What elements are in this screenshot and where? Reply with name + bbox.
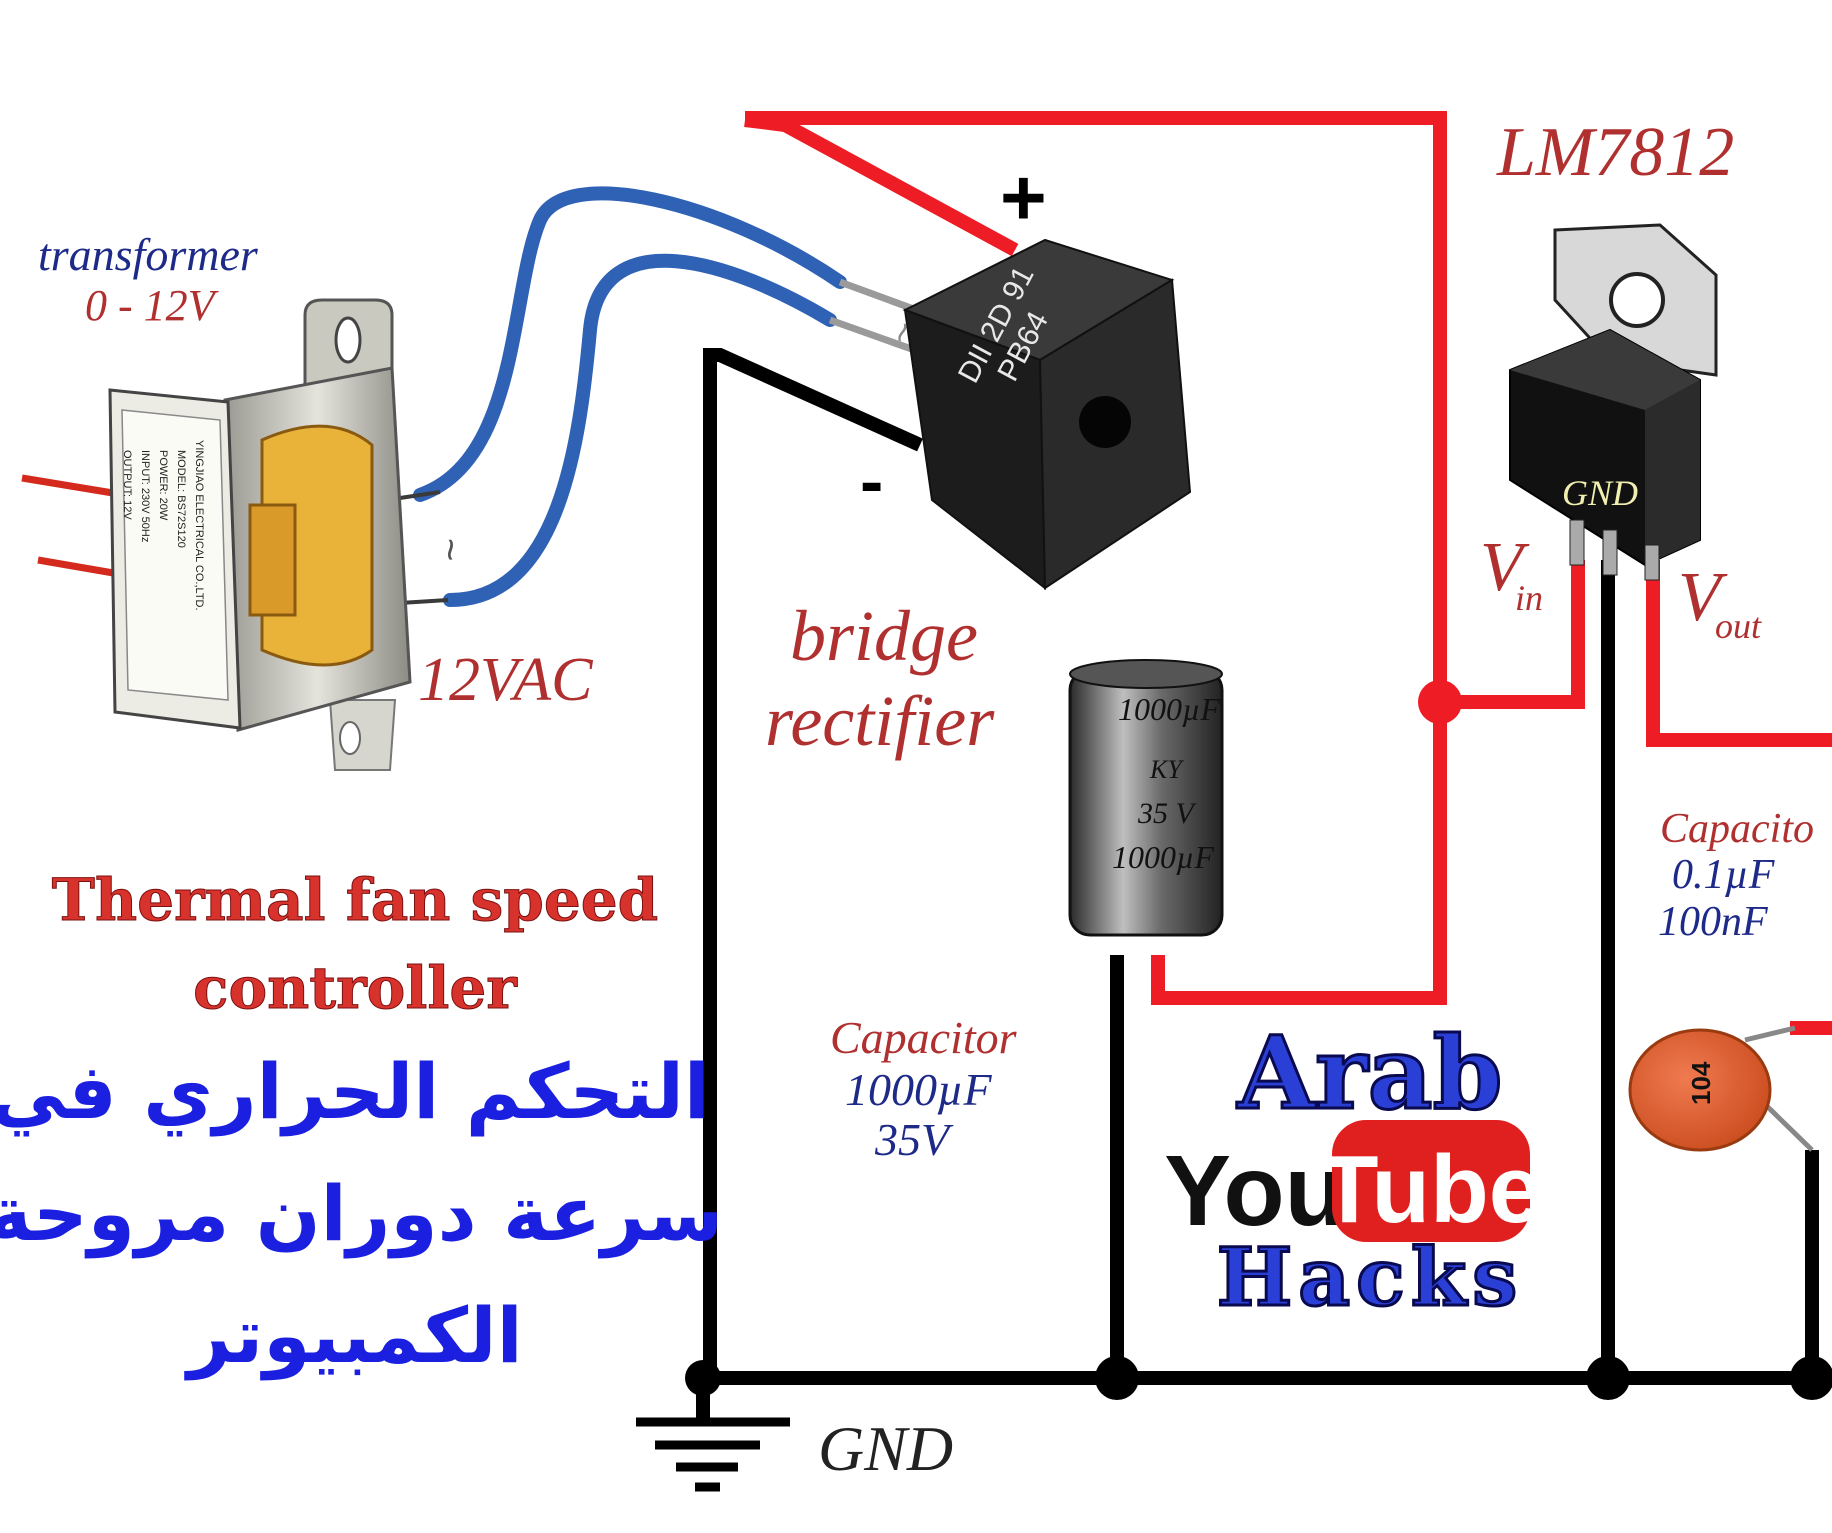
transformer-plate-line-3: POWER: 20W xyxy=(157,450,169,521)
ground-label: GND xyxy=(818,1413,953,1484)
bridge-mount-hole xyxy=(1079,396,1131,448)
transformer-plate-line-1: YINGJIAO ELECTRICAL CO.,LTD. xyxy=(193,440,205,611)
cap-right-label: Capacito 0.1µF 100nF xyxy=(1658,806,1814,945)
cap-right-value2: 100nF xyxy=(1658,899,1768,945)
red-wire-positive-rail xyxy=(744,111,1447,702)
logo-tube: Tube xyxy=(1320,1136,1542,1243)
arab-youtube-hacks-logo: Arab You Tube Hacks xyxy=(1164,1013,1542,1326)
junction-ground-3 xyxy=(1586,1356,1630,1400)
title-block: Thermal fan speed controller التحكم الحر… xyxy=(0,866,723,1382)
cap-left-title: Capacitor xyxy=(830,1012,1018,1063)
bridge-label-line2: rectifier xyxy=(765,681,995,761)
transformer-plate-line-5: OUTPUT: 12V xyxy=(121,450,133,520)
regulator-mount-hole xyxy=(1609,272,1665,328)
junction-red xyxy=(1418,680,1462,724)
cap-body-text-4: 1000µF xyxy=(1112,839,1214,875)
title-line-2: controller xyxy=(193,954,518,1022)
cap-left-value: 1000µF xyxy=(845,1064,993,1115)
transformer-label: transformer xyxy=(38,229,259,280)
black-wire-negative xyxy=(703,348,942,1378)
bridge-label-line1: bridge xyxy=(790,596,978,676)
cap-body-text-1: 1000µF xyxy=(1118,691,1220,727)
bridge-plus-sign: + xyxy=(1000,153,1047,242)
logo-you: You xyxy=(1164,1135,1345,1247)
blue-wire-lower xyxy=(443,253,837,607)
title-line-1: Thermal fan speed xyxy=(52,866,658,934)
transformer-leads xyxy=(399,490,449,605)
blue-wires xyxy=(413,186,847,607)
cap-right-title: Capacito xyxy=(1660,806,1814,852)
regulator-gnd-label: GND xyxy=(1562,473,1638,513)
vin-sub: in xyxy=(1515,578,1543,618)
title-arabic-2: سرعة دوران مروحة xyxy=(0,1169,723,1259)
junction-ground-1 xyxy=(685,1360,721,1396)
title-arabic-1: التحكم الحراري في xyxy=(0,1047,710,1137)
junction-ground-2 xyxy=(1095,1356,1139,1400)
regulator-label: LM7812 xyxy=(1496,114,1734,191)
blue-wire-upper xyxy=(413,186,847,502)
vout-label: V out xyxy=(1678,559,1762,646)
cap-left-voltage: 35V xyxy=(874,1114,954,1165)
transformer-range-label: 0 - 12V xyxy=(85,281,220,330)
electrolytic-capacitor: 1000µF KY 35 V 1000µF xyxy=(1068,659,1224,937)
red-wires xyxy=(744,111,1832,1035)
bridge-minus-sign: - xyxy=(860,442,883,520)
vout-sub: out xyxy=(1715,606,1762,646)
vin-main: V xyxy=(1480,529,1530,606)
transformer-plate-line-4: INPUT: 230V 50Hz xyxy=(139,450,151,542)
logo-arab: Arab xyxy=(1237,1014,1503,1132)
transformer-tilde: ~ xyxy=(428,538,472,561)
vin-label: V in xyxy=(1480,529,1543,618)
cap-left-label: Capacitor 1000µF 35V xyxy=(830,1012,1018,1165)
transformer: YINGJIAO ELECTRICAL CO.,LTD. MODEL: BS72… xyxy=(21,298,412,771)
transformer-plate-line-2: MODEL: BS72S120 xyxy=(175,450,187,548)
red-wire-vout xyxy=(1646,560,1832,747)
bridge-rectifier: DII 2D 91 PB64 ~ xyxy=(828,238,1192,591)
cap-body-text-2: KY xyxy=(1149,755,1184,784)
cap-body-text-3: 35 V xyxy=(1137,797,1198,830)
logo-tube-badge xyxy=(1332,1120,1530,1242)
ground-symbol xyxy=(636,1417,790,1492)
ceramic-capacitor: 104 xyxy=(1628,1025,1814,1152)
red-wire-cap-positive xyxy=(1151,702,1447,1005)
lm7812-regulator xyxy=(1509,223,1718,581)
ceramic-code: 104 xyxy=(1686,1061,1716,1105)
vac-label: 12VAC xyxy=(418,646,593,714)
logo-hacks: Hacks xyxy=(1217,1230,1524,1324)
red-wire-vin xyxy=(1440,560,1585,709)
title-arabic-3: الكمبيوتر xyxy=(183,1291,522,1381)
vout-main: V xyxy=(1678,559,1728,636)
junction-ground-4 xyxy=(1790,1356,1832,1400)
cap-right-value1: 0.1µF xyxy=(1672,852,1775,898)
